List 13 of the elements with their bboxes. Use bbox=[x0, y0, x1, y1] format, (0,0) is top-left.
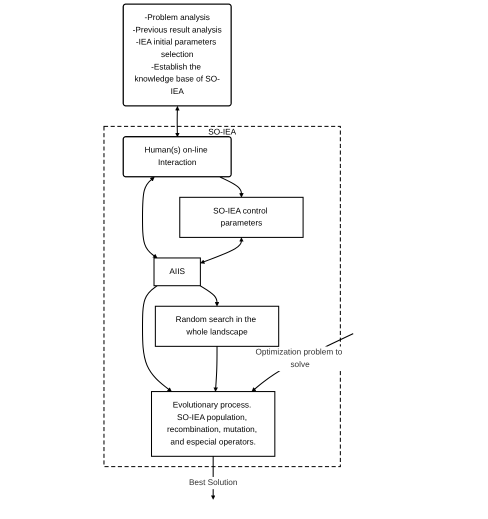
arrow bbox=[142, 285, 172, 392]
node-box: Evolutionary process. SO-IEA population, recombination, mutation, and especial operators. bbox=[151, 391, 276, 457]
node-box: Random search in the whole landscape bbox=[154, 306, 280, 347]
node-box: AIIS bbox=[154, 257, 201, 286]
arrow bbox=[200, 285, 220, 306]
edge-label: Optimization problem to solve bbox=[256, 348, 342, 370]
arrow bbox=[142, 176, 158, 258]
arrow bbox=[175, 106, 180, 138]
edge-label: Best Solution bbox=[188, 478, 238, 488]
node-box: SO-IEA control parameters bbox=[179, 196, 304, 238]
arrow bbox=[213, 346, 218, 392]
arrow bbox=[200, 237, 244, 264]
arrow bbox=[220, 176, 244, 198]
